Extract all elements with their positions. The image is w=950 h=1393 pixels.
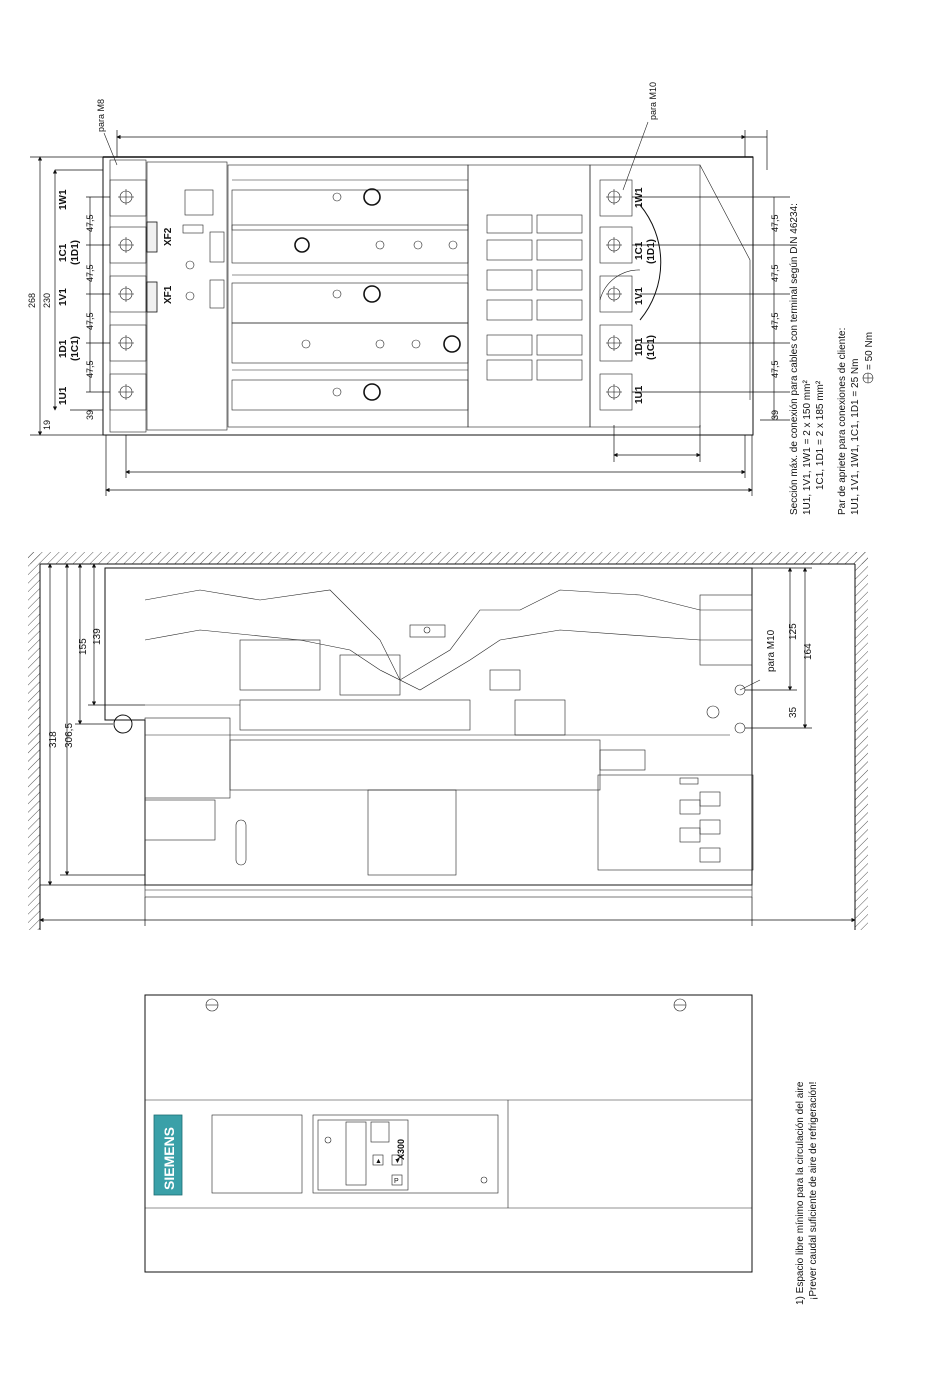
dim-230: 230 — [42, 293, 52, 308]
dim-pitch-4: 47,5 — [85, 360, 95, 378]
svg-text:▼: ▼ — [394, 1158, 401, 1165]
term-left-1d1-paren: (1D1) — [70, 240, 81, 265]
dim-318: 318 — [48, 731, 59, 748]
term-left-1v1: 1V1 — [58, 288, 69, 306]
dim-39-right: 39 — [770, 410, 780, 420]
up-key — [372, 1154, 384, 1166]
dim-125: 125 — [788, 623, 799, 640]
fan-arc — [639, 204, 662, 321]
svg-text:▲: ▲ — [375, 1158, 382, 1165]
display-window — [345, 1121, 367, 1186]
label-para-m8: para M8 — [96, 99, 106, 132]
term-right-1u1: 1U1 — [634, 385, 645, 404]
term-right-1v1: 1V1 — [634, 287, 645, 305]
dim-268: 268 — [27, 293, 37, 308]
dim-pitch-right-1: 47,5 — [770, 214, 780, 232]
connector-xf1: XF1 — [163, 285, 174, 304]
p-key — [391, 1174, 403, 1186]
down-key — [391, 1154, 403, 1166]
note-cable-line2: 1U1, 1V1, 1W1 = 2 x 150 mm² — [802, 380, 813, 515]
term-left-1c1: 1C1 — [58, 243, 69, 262]
term-left-1u1: 1U1 — [58, 386, 69, 405]
top-view-frame — [102, 156, 754, 436]
front-view-frame — [144, 994, 753, 1273]
top-view — [30, 121, 790, 496]
term-right-1c1-paren: (1C1) — [646, 335, 657, 360]
term-right-1d1-paren: (1D1) — [646, 239, 657, 264]
note-torque-line5: 1U1, 1V1, 1W1, 1C1, 1D1 = 25 Nm — [850, 359, 861, 515]
svg-text:P: P — [394, 1178, 399, 1185]
dim-pitch-3: 47,5 — [85, 312, 95, 330]
note-cable-line3: 1C1, 1D1 = 2 x 185 mm² — [815, 380, 826, 490]
wall-hatch-top — [28, 552, 868, 564]
dim-pitch-1: 47,5 — [85, 214, 95, 232]
dim-306-5: 306,5 — [64, 723, 75, 748]
term-right-1c1: 1C1 — [634, 241, 645, 260]
note-torque-line6: = 50 Nm — [864, 332, 875, 370]
term-right-1d1: 1D1 — [634, 337, 645, 356]
port-x300: X300 — [396, 1139, 406, 1160]
note-torque-line4: Par de apriete para conexiones de client… — [837, 328, 848, 515]
dim-139: 139 — [92, 628, 103, 645]
term-left-1d1: 1D1 — [58, 339, 69, 358]
term-left-1c1-paren: (1C1) — [70, 336, 81, 361]
sub-d-connector — [370, 1121, 390, 1143]
airflow-note-2: ¡Prever caudal suficiente de aire de ref… — [808, 1082, 819, 1300]
dim-pitch-right-4: 47,5 — [770, 360, 780, 378]
top-left-dimensions — [30, 156, 110, 436]
siemens-logo-badge — [153, 1114, 183, 1196]
dim-35: 35 — [788, 706, 799, 718]
dim-19: 19 — [42, 420, 52, 430]
right-terminal-holes — [599, 179, 633, 411]
dim-155: 155 — [78, 638, 89, 655]
front-view: ▲ ▼ P — [144, 994, 753, 1273]
dim-pitch-2: 47,5 — [85, 264, 95, 282]
wall-hatch-left — [28, 552, 40, 930]
top-right-dimensions — [632, 196, 790, 421]
siemens-logo: SIEMENS — [161, 1127, 177, 1190]
dim-pitch-right-3: 47,5 — [770, 312, 780, 330]
dim-164: 164 — [803, 643, 814, 660]
connector-xf2: XF2 — [163, 227, 174, 246]
airflow-note-1: 1) Espacio libre mínimo para la circulac… — [795, 1081, 806, 1305]
side-view — [28, 552, 868, 930]
cable-notes: Sección máx. de conexión para cables con… — [789, 203, 875, 515]
label-para-m10-side: para M10 — [766, 629, 777, 672]
dim-pitch-right-2: 47,5 — [770, 264, 780, 282]
left-terminal-holes — [109, 179, 147, 411]
term-left-1w1: 1W1 — [58, 189, 69, 210]
label-para-m10-top: para M10 — [648, 82, 658, 120]
wall-hatch-right — [855, 552, 868, 930]
note-cable-line1: Sección máx. de conexión para cables con… — [789, 203, 800, 515]
dim-39: 39 — [85, 410, 95, 420]
term-right-1w1: 1W1 — [634, 187, 645, 208]
